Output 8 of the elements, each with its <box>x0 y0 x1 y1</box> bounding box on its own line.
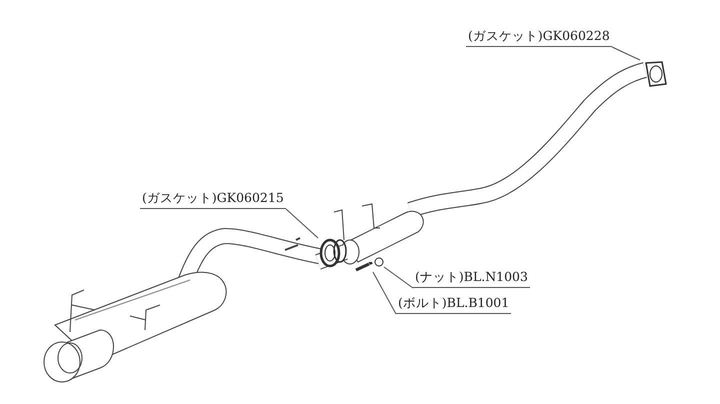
leader-line <box>372 272 396 314</box>
leader-line <box>612 46 640 60</box>
leader-line <box>384 266 414 288</box>
part-number-label: (ガスケット)GK060228 <box>466 29 612 47</box>
part-number-label: (ナット)BL.N1003 <box>413 270 530 288</box>
leader-line <box>286 208 318 238</box>
part-number-label: (ガスケット)GK060215 <box>140 191 286 209</box>
part-number-label: (ボルト)BL.B1001 <box>396 296 512 314</box>
